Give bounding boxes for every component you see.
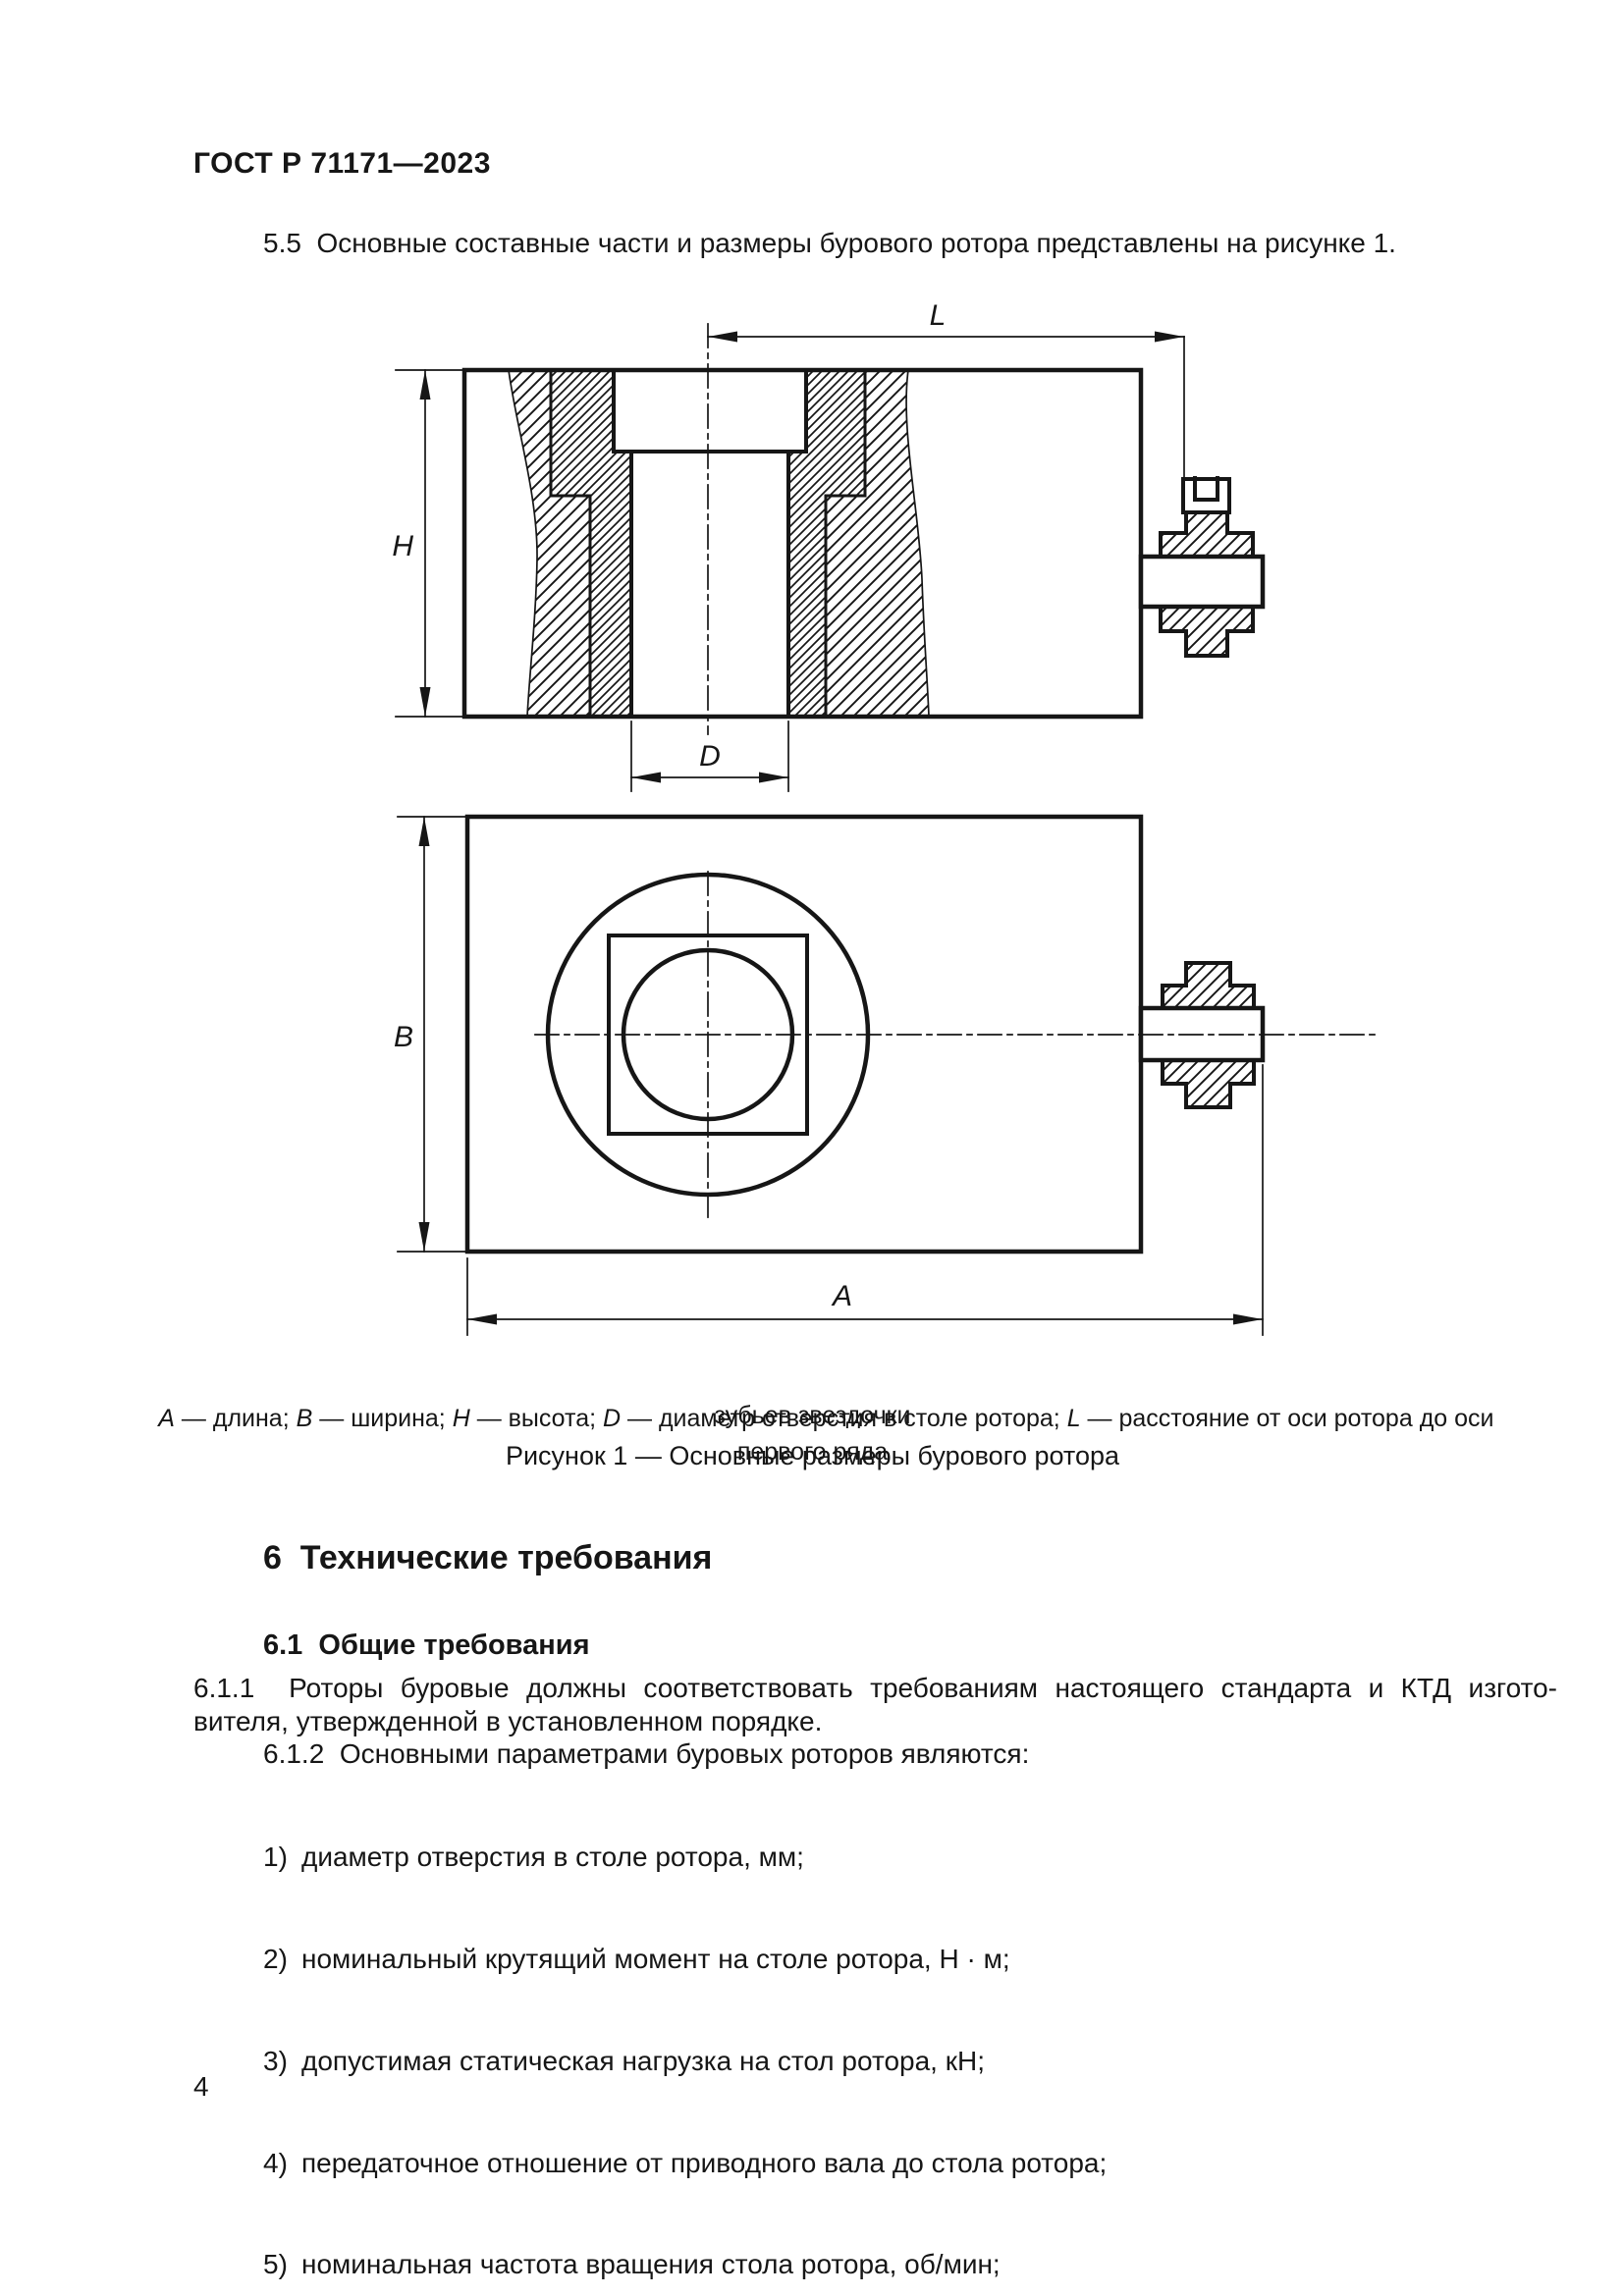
legend-part: H: [452, 1405, 470, 1432]
label-H: H: [392, 530, 413, 562]
paragraph-5-5: 5.5 Основные составные части и размеры б…: [263, 228, 1396, 258]
list-item: 2)номинальный крутящий момент на столе р…: [263, 1943, 1010, 1974]
list-item: 5)номинальная частота вращения стола рот…: [263, 2249, 1001, 2280]
plan-view: B A: [394, 814, 1376, 1336]
figure-legend: A — длина; B — ширина; H — высота; D — д…: [131, 1368, 1494, 1502]
legend-part: — длина;: [174, 1405, 297, 1432]
page-number: 4: [193, 2071, 209, 2102]
page-header: ГОСТ Р 71171—2023: [193, 147, 491, 180]
label-A: A: [831, 1280, 852, 1312]
label-B: B: [394, 1021, 413, 1053]
dimension-B: B: [394, 816, 468, 1253]
paragraph-6-1-1-line2: вителя, утвержденной в установленном пор…: [193, 1706, 823, 1736]
parameter-list: 1)диаметр отверстия в столе ротора, мм; …: [263, 1773, 1569, 2296]
list-item: 1)диаметр отверстия в столе ротора, мм;: [263, 1842, 804, 1873]
dimension-D: D: [630, 721, 789, 792]
legend-part: — диаметр отверстия в столе ротора;: [621, 1405, 1067, 1432]
figure-1-drawing: L H D: [392, 299, 1376, 1336]
legend-part: B: [296, 1405, 313, 1432]
section-view: L H D: [392, 299, 1266, 792]
dimension-A: A: [466, 1064, 1264, 1336]
list-item: 3)допустимая статическая нагрузка на сто…: [263, 2045, 985, 2076]
sprocket-section: [1138, 476, 1266, 658]
legend-part: — высота;: [469, 1405, 603, 1432]
legend-part: — ширина;: [312, 1405, 453, 1432]
section-6-1-heading: 6.1 Общие требования: [263, 1629, 590, 1661]
paragraph-6-1-1-line1: 6.1.1 Роторы буровые должны соответствов…: [193, 1673, 1557, 1703]
paragraph-6-1-2: 6.1.2 Основными параметрами буровых рото…: [263, 1738, 1030, 1769]
label-L: L: [930, 299, 947, 332]
legend-part: L: [1066, 1405, 1081, 1432]
legend-part: D: [603, 1405, 622, 1432]
label-D: D: [699, 740, 721, 773]
section-6-heading: 6 Технические требования: [263, 1539, 713, 1576]
figure-caption: Рисунок 1 — Основные размеры бурового ро…: [505, 1441, 1120, 1470]
dimension-L: L: [707, 299, 1185, 478]
legend-part: — расстояние от оси ротора до оси первог…: [736, 1405, 1501, 1466]
dimension-H: H: [392, 369, 465, 718]
list-item: 4)передаточное отношение от приводного в…: [263, 2147, 1108, 2178]
figure-legend-line2: зубьев звездочки: [714, 1402, 911, 1429]
legend-part: A: [158, 1405, 175, 1432]
